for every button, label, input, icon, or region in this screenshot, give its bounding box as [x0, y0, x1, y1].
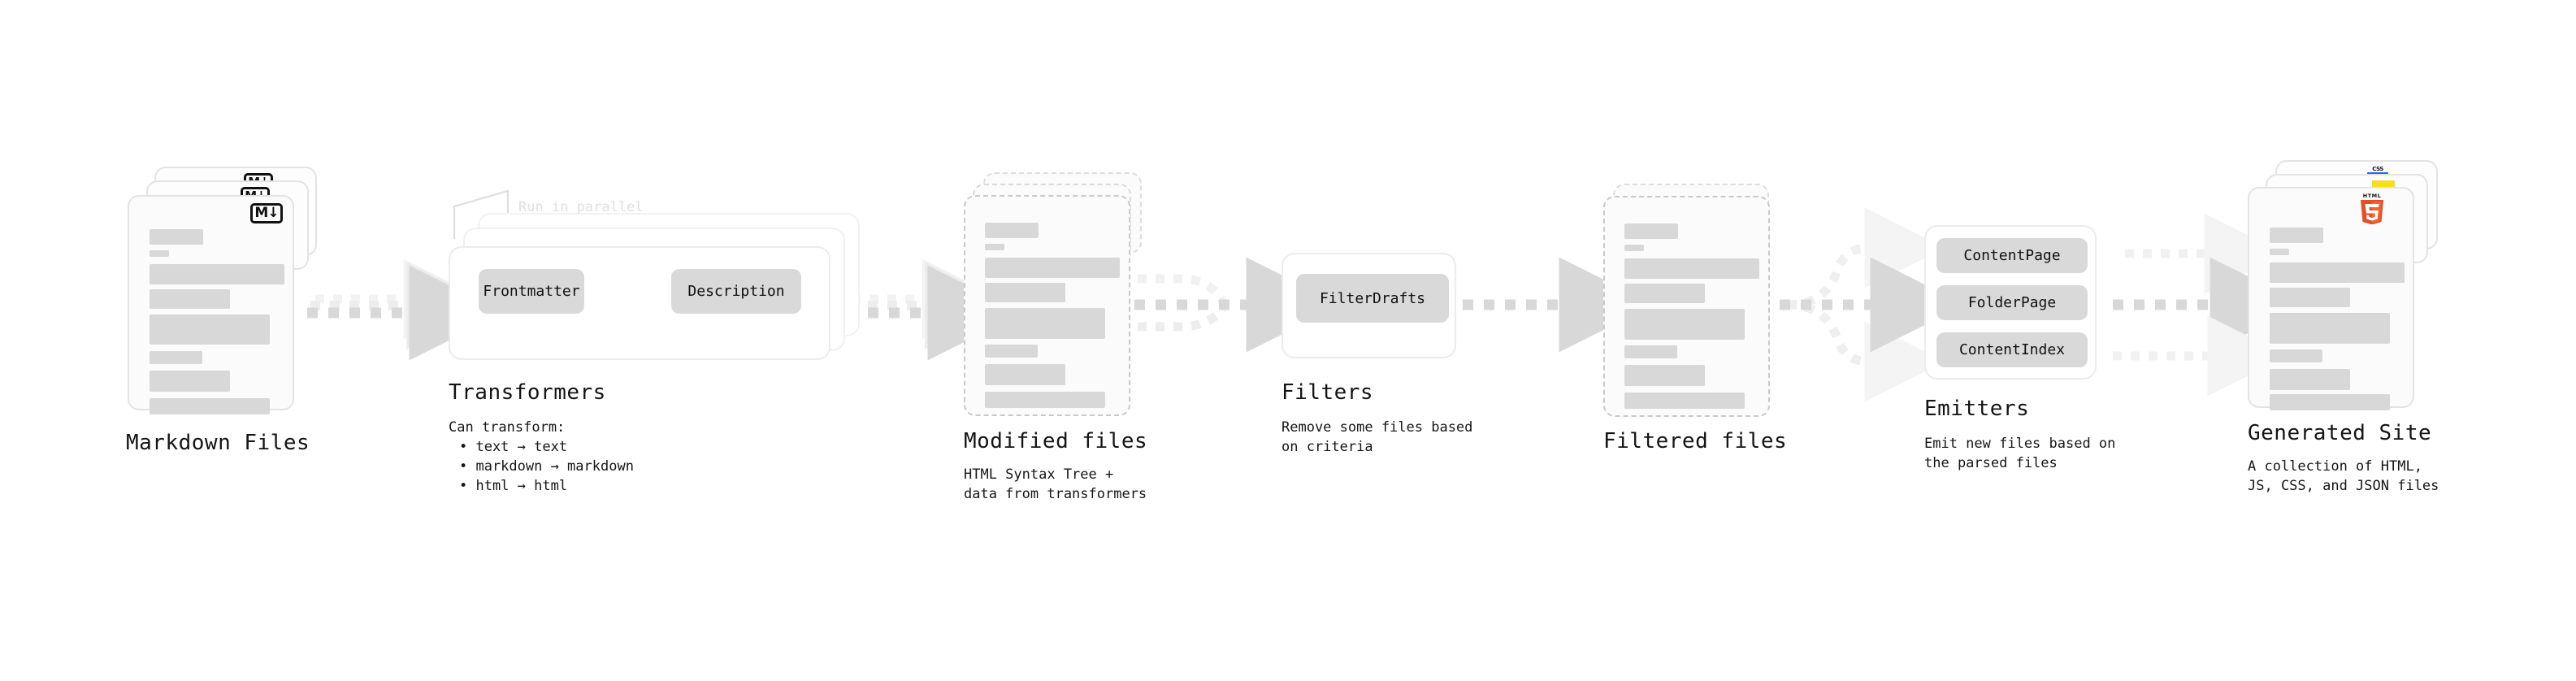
doc-bar — [2270, 394, 2390, 410]
markdown-badge-front: M↓ — [250, 203, 283, 223]
doc-bar — [985, 392, 1105, 408]
doc-bar — [1624, 309, 1745, 340]
filters-chip-filterdrafts[interactable]: FilterDrafts — [1296, 274, 1449, 323]
doc-bar — [985, 345, 1038, 358]
markdown-files-title: Markdown Files — [126, 431, 310, 455]
emitters-chip-contentindex[interactable]: ContentIndex — [1936, 332, 2088, 367]
modified-card-front — [964, 195, 1130, 416]
arrow-filtered-to-emitters — [1780, 207, 1966, 402]
doc-bar — [985, 244, 1004, 250]
emitters-subtitle: Emit new files based on the parsed files — [1924, 436, 2116, 471]
filters-subtitle: Remove some files based on criteria — [1281, 419, 1473, 455]
transformers-bullets: • text → text • markdown → markdown • ht… — [459, 437, 634, 496]
doc-bar — [2270, 249, 2289, 255]
doc-bar — [2270, 369, 2350, 390]
doc-bar — [2270, 228, 2323, 243]
emitters-title: Emitters — [1924, 397, 2030, 421]
filtered-files-title: Filtered files — [1603, 429, 1788, 453]
generated-site-title: Generated Site — [2248, 421, 2432, 445]
site-card-front — [2248, 187, 2414, 410]
doc-bar — [2270, 349, 2322, 362]
markdown-card-front — [128, 195, 294, 414]
doc-bar — [150, 398, 270, 414]
css3-label: CSS — [2372, 166, 2383, 172]
doc-bar — [985, 364, 1065, 385]
doc-bar — [2270, 313, 2390, 344]
filters-panel[interactable]: FilterDrafts — [1281, 253, 1456, 358]
doc-bar — [1624, 245, 1644, 251]
doc-bar — [2270, 288, 2350, 307]
arrow-emitters-to-site — [2113, 213, 2305, 397]
doc-bar — [150, 229, 203, 245]
doc-bar — [2270, 262, 2405, 283]
doc-bar — [1624, 345, 1677, 358]
doc-bar — [1624, 365, 1705, 386]
arrow-markdown-to-transformers — [307, 258, 505, 361]
transformers-bullet-1: • markdown → markdown — [459, 458, 634, 475]
doc-bar — [1624, 223, 1678, 239]
doc-bar — [985, 223, 1039, 238]
emitters-chip-folderpage[interactable]: FolderPage — [1936, 285, 2088, 320]
svg-text:HTML: HTML — [2363, 193, 2381, 199]
doc-bar — [1624, 393, 1745, 409]
filters-title: Filters — [1281, 380, 1374, 405]
doc-bar — [985, 283, 1065, 302]
transformers-bullet-0: • text → text — [459, 439, 568, 455]
doc-bar — [985, 258, 1120, 278]
modified-files-title: Modified files — [964, 429, 1148, 453]
doc-bar — [150, 351, 202, 364]
transformers-bullet-2: • html → html — [459, 478, 568, 494]
arrow-modified-to-filters — [1134, 257, 1342, 353]
transformers-title: Transformers — [449, 380, 606, 405]
doc-bar — [150, 289, 230, 309]
doc-bar — [150, 371, 230, 392]
filtered-card-front — [1603, 196, 1770, 417]
transformer-chip-description[interactable]: Description — [671, 269, 801, 314]
transformers-subtitle: Can transform: — [449, 419, 566, 436]
modified-files-subtitle: HTML Syntax Tree + data from transformer… — [964, 466, 1147, 502]
html5-icon: HTML — [2361, 193, 2383, 224]
doc-bar — [150, 314, 270, 345]
doc-bar — [1624, 258, 1759, 279]
transformer-panel-front[interactable]: Frontmatter Description — [449, 246, 830, 360]
doc-bar — [150, 264, 284, 284]
doc-bar — [1624, 284, 1705, 303]
run-in-parallel-label: Run in parallel — [518, 199, 644, 215]
transformer-chip-frontmatter[interactable]: Frontmatter — [479, 269, 584, 314]
emitters-panel[interactable]: ContentPage FolderPage ContentIndex — [1924, 225, 2097, 380]
doc-bar — [985, 308, 1105, 339]
generated-site-subtitle: A collection of HTML, JS, CSS, and JSON … — [2248, 458, 2439, 494]
doc-bar — [150, 250, 169, 257]
emitters-chip-contentpage[interactable]: ContentPage — [1936, 238, 2088, 273]
